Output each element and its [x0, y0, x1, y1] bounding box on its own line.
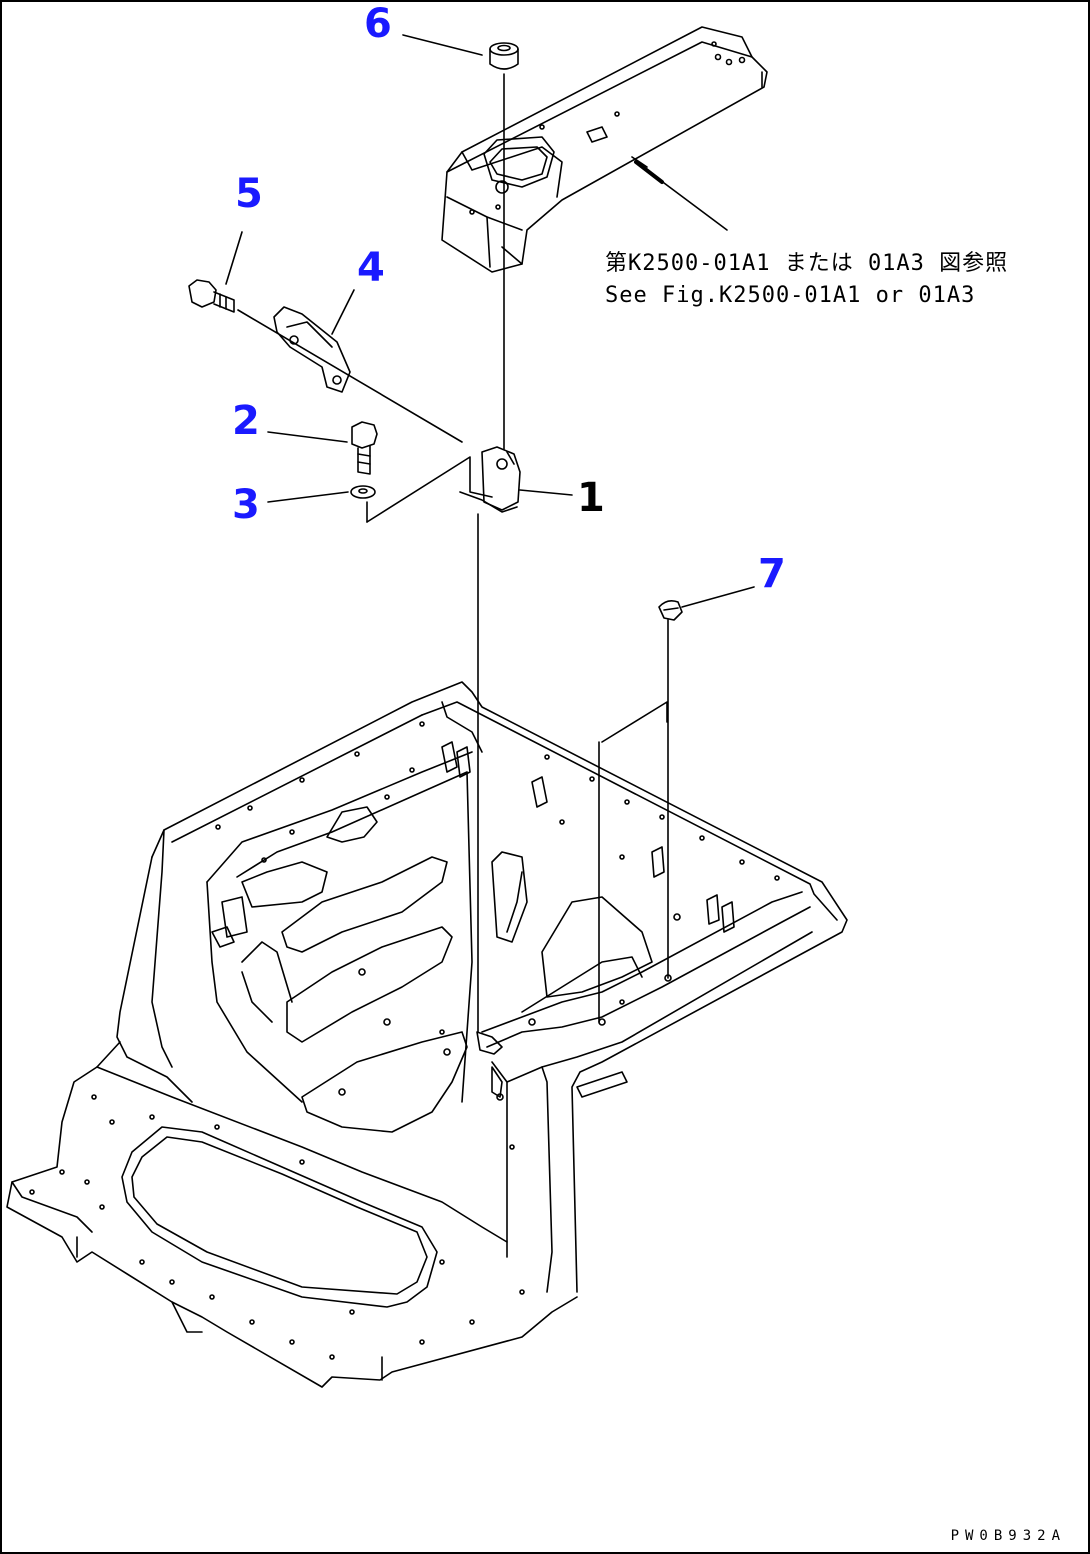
- reference-note-english: See Fig.K2500-01A1 or 01A3: [605, 283, 976, 308]
- callout-4: 4: [357, 245, 385, 291]
- callout-5: 5: [235, 171, 263, 217]
- part-5-bolt: [188, 231, 463, 443]
- part-2-bolt: [267, 421, 378, 475]
- part-1-bracket: [366, 446, 573, 523]
- callout-2: 2: [232, 398, 260, 444]
- part-6-collar: [402, 34, 519, 70]
- callout-1: 1: [577, 475, 605, 521]
- reference-leader: [631, 156, 728, 231]
- part-7-plug: [658, 586, 755, 979]
- reference-note-japanese: 第K2500-01A1 または 01A3 図参照: [605, 251, 1009, 276]
- main-frame: [6, 681, 848, 1388]
- part-3-washer: [267, 485, 376, 503]
- callout-6: 6: [364, 1, 392, 47]
- upper-console-part: [441, 26, 768, 273]
- callout-7: 7: [758, 551, 786, 597]
- drawing-code: PW0B932A: [950, 1528, 1066, 1544]
- callout-3: 3: [232, 482, 260, 528]
- part-4-plate: [273, 289, 355, 393]
